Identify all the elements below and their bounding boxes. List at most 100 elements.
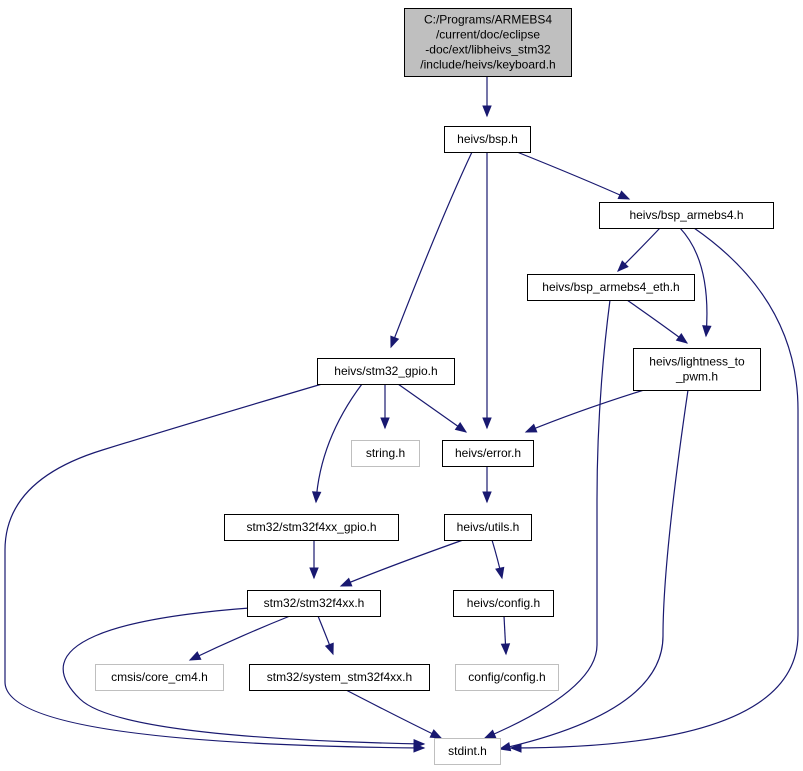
node-box [633, 348, 761, 391]
arrowhead-icon [309, 567, 319, 580]
node-box [453, 590, 554, 617]
edge-bsp_armebs4_h-to-stdint_h [509, 227, 799, 753]
arrowhead-icon [509, 743, 522, 753]
node-stm32-gpio-h[interactable]: heivs/stm32_gpio.h [317, 358, 455, 385]
node-box [351, 440, 420, 467]
node-stdint-h[interactable]: stdint.h [434, 738, 501, 765]
node-core-cm4-h[interactable]: cmsis/core_cm4.h [95, 664, 224, 691]
arrowhead-icon [454, 422, 468, 433]
edge-bsp_h-to-stm32_gpio_h [390, 151, 473, 349]
node-box [444, 126, 531, 153]
node-label: heivs/stm32_gpio.h [334, 364, 437, 378]
arrowhead-icon [413, 739, 426, 749]
edge-line [626, 299, 688, 344]
arrowhead-icon [311, 491, 322, 504]
node-box [404, 8, 572, 77]
edge-lightness_to_pwm_h-to-stdint_h [498, 389, 689, 752]
arrowhead-icon [524, 423, 538, 433]
edge-line [510, 227, 799, 749]
edge-line [345, 689, 442, 739]
edge-bsp_armebs4_eth_h-to-lightness_to_pwm_h [626, 299, 689, 344]
node-box [317, 358, 455, 385]
node-bsp-h[interactable]: heivs/bsp.h [444, 126, 531, 153]
node-box [442, 440, 534, 467]
node-label: config/config.h [468, 670, 545, 684]
arrowhead-icon [483, 729, 497, 739]
edge-bsp_armebs4_eth_h-to-stdint_h [483, 299, 611, 739]
node-box [455, 664, 559, 691]
node-lightness-to-pwm-h[interactable]: heivs/lightness_to_pwm.h [633, 348, 761, 391]
node-box [434, 738, 501, 765]
edge-line [679, 227, 708, 337]
node-bsp-armebs4-eth-h[interactable]: heivs/bsp_armebs4_eth.h [527, 274, 695, 301]
node-keyboard-h[interactable]: C:/Programs/ARMEBS4/current/doc/eclipse-… [404, 8, 572, 77]
arrowhead-icon [617, 260, 629, 272]
node-label: stm32/stm32f4xx_gpio.h [246, 520, 376, 534]
edge-line [397, 383, 467, 433]
edge-bsp_armebs4_h-to-bsp_armebs4_eth_h [617, 227, 661, 272]
edge-line [390, 151, 473, 348]
arrowhead-icon [498, 742, 512, 752]
node-error-h[interactable]: heivs/error.h [442, 440, 534, 467]
node-box [444, 514, 532, 541]
node-box [249, 664, 430, 691]
arrowhead-icon [500, 643, 511, 656]
node-stm32f4xx-gpio-h[interactable]: stm32/stm32f4xx_gpio.h [224, 514, 399, 541]
node-label: /include/heivs/keyboard.h [420, 58, 555, 72]
arrowhead-icon [617, 190, 631, 200]
arrowhead-icon [324, 642, 334, 656]
node-label: -doc/ext/libheivs_stm32 [425, 43, 551, 57]
edge-line [189, 615, 291, 661]
edge-line [484, 299, 611, 739]
edge-bsp_h-to-error_h [482, 152, 492, 430]
node-utils-h[interactable]: heivs/utils.h [444, 514, 532, 541]
node-label: /current/doc/eclipse [436, 28, 540, 42]
arrowhead-icon [482, 417, 492, 430]
node-config-h[interactable]: heivs/config.h [453, 590, 554, 617]
arrowhead-icon [429, 729, 443, 739]
edge-bsp_h-to-bsp_armebs4_h [516, 151, 631, 200]
node-box [95, 664, 224, 691]
node-config-config-h[interactable]: config/config.h [455, 664, 559, 691]
edge-stm32_gpio_h-to-string_h [380, 384, 390, 430]
edge-stm32_gpio_h-to-error_h [397, 383, 468, 433]
edge-stm32_gpio_h-to-stdint_h [4, 383, 426, 753]
node-label: heivs/error.h [455, 446, 521, 460]
edge-line [315, 383, 363, 503]
arrowhead-icon [390, 335, 400, 349]
node-stm32f4xx-h[interactable]: stm32/stm32f4xx.h [247, 590, 381, 617]
node-bsp-armebs4-h[interactable]: heivs/bsp_armebs4.h [599, 202, 774, 229]
edge-line [516, 151, 630, 200]
node-label: heivs/bsp.h [457, 132, 518, 146]
edge-stm32f4xx_gpio_h-to-stm32f4xx_h [309, 540, 319, 580]
edges-layer [4, 76, 799, 753]
node-string-h[interactable]: string.h [351, 440, 420, 467]
edge-line [4, 383, 425, 749]
node-system-stm32f4xx-h[interactable]: stm32/system_stm32f4xx.h [249, 664, 430, 691]
node-label: _pwm.h [675, 370, 718, 384]
edge-lightness_to_pwm_h-to-error_h [524, 389, 645, 433]
arrowhead-icon [702, 325, 712, 338]
edge-utils_h-to-stm32f4xx_h [339, 539, 464, 587]
node-label: heivs/utils.h [457, 520, 520, 534]
edge-keyboard_h-to-bsp_h [482, 76, 492, 118]
edge-error_h-to-utils_h [482, 466, 492, 504]
edge-stm32f4xx_h-to-core_cm4_h [188, 615, 291, 661]
node-label: stm32/system_stm32f4xx.h [267, 670, 412, 684]
node-label: stdint.h [448, 744, 487, 758]
edge-utils_h-to-config_h [491, 539, 505, 580]
arrowhead-icon [495, 566, 505, 580]
node-label: heivs/config.h [467, 596, 540, 610]
arrowhead-icon [482, 105, 492, 118]
node-box [599, 202, 774, 229]
node-label: heivs/bsp_armebs4_eth.h [542, 280, 679, 294]
edge-line [62, 604, 425, 745]
node-label: cmsis/core_cm4.h [111, 670, 208, 684]
nodes-layer: C:/Programs/ARMEBS4/current/doc/eclipse-… [95, 8, 774, 765]
edge-config_h-to-config_config_h [500, 615, 511, 656]
edge-system_stm32f4xx_h-to-stdint_h [345, 689, 443, 739]
edge-line [340, 539, 464, 587]
arrowhead-icon [675, 332, 689, 344]
node-label: C:/Programs/ARMEBS4 [424, 13, 552, 27]
node-box [224, 514, 399, 541]
